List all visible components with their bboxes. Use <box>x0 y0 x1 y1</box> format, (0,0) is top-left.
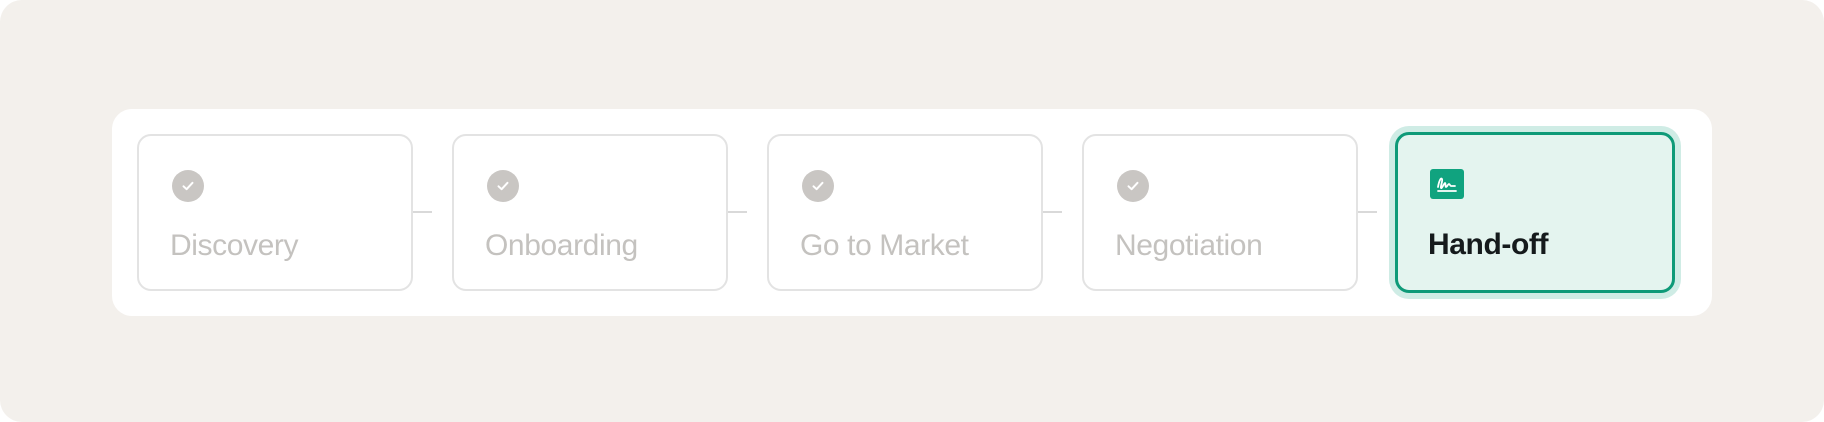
signature-icon <box>1430 169 1464 199</box>
check-icon <box>487 170 519 202</box>
step-negotiation[interactable]: Negotiation <box>1082 134 1358 291</box>
step-onboarding[interactable]: Onboarding <box>452 134 728 291</box>
step-label: Negotiation <box>1115 229 1263 262</box>
check-icon <box>802 170 834 202</box>
step-go-to-market[interactable]: Go to Market <box>767 134 1043 291</box>
stepper-panel: Discovery Onboarding Go to Market Negoti… <box>112 109 1712 316</box>
step-label: Hand-off <box>1428 228 1549 261</box>
step-hand-off[interactable]: Hand-off <box>1395 132 1675 293</box>
step-label: Go to Market <box>800 229 969 262</box>
check-icon <box>1117 170 1149 202</box>
step-discovery[interactable]: Discovery <box>137 134 413 291</box>
step-label: Discovery <box>170 229 299 262</box>
step-label: Onboarding <box>485 229 638 262</box>
check-icon <box>172 170 204 202</box>
